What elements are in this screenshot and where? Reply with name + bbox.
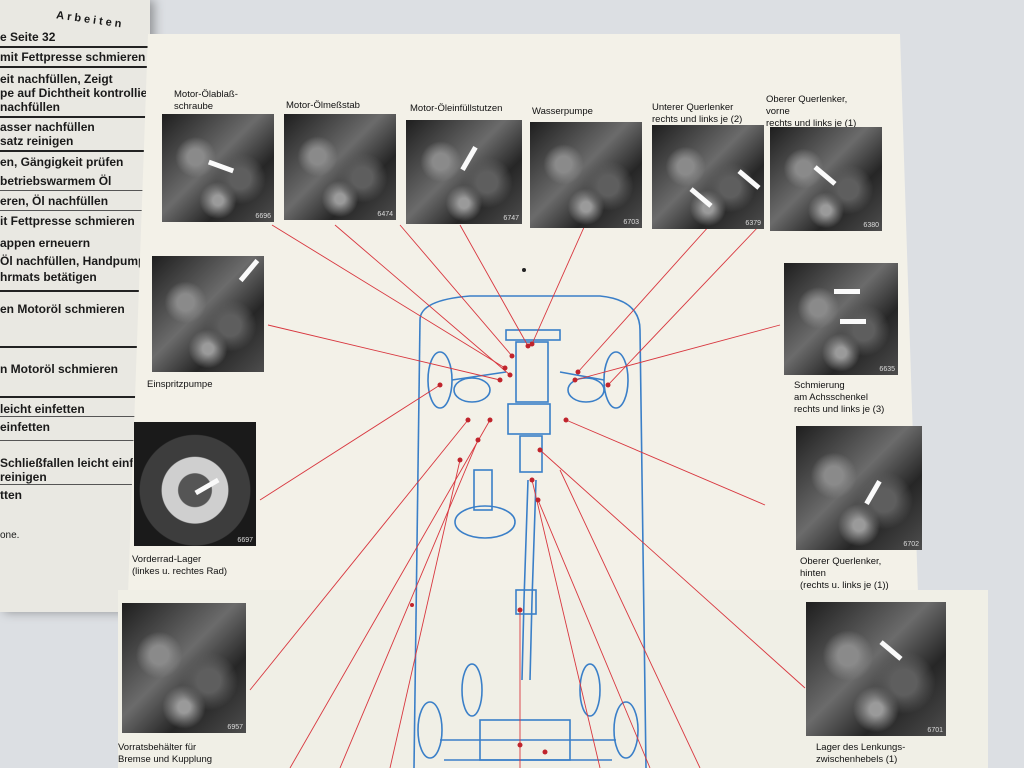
left-page: Arbeiten e Seite 32 mit Fettpresse schmi…: [0, 0, 166, 612]
left-row: satz reinigen: [0, 134, 74, 148]
photo-vorderrad: 6697: [134, 422, 256, 546]
left-row: Schließfallen leicht einfetten: [0, 456, 163, 470]
leader-lines: [249, 224, 806, 768]
left-row: einfetten: [0, 420, 51, 434]
left-row: pe auf Dichtheit kontrollieren: [0, 86, 167, 100]
photo-oelablass: 6696: [162, 114, 274, 222]
photo-einspritzpumpe: [152, 256, 264, 372]
left-row: n Motoröl schmieren: [0, 362, 119, 376]
left-row: hrmats betätigen: [0, 270, 97, 284]
photo-oberer-querlenker-hinten: 6702: [796, 426, 922, 550]
label-vorderrad: Vorderrad-Lager(linkes u. rechtes Rad): [132, 554, 228, 577]
label-oelmessstab: Motor-Ölmeßstab: [286, 100, 360, 111]
label-wasserpumpe: Wasserpumpe: [532, 106, 593, 117]
photo-oeleinfuell: 6747: [406, 120, 522, 224]
left-row: asser nachfüllen: [0, 120, 95, 134]
chassis-outline: [413, 295, 647, 768]
label-oberer-querlenker-vorne: Oberer Querlenker, vorne rechts und link…: [766, 94, 857, 129]
photo-lenkungs-zwischenhebel: 6701: [806, 602, 946, 736]
photo-oelmessstab: 6474: [284, 114, 396, 220]
label-oelablass: Motor-Ölablaß-schraube: [174, 89, 238, 112]
label-lenkungs-zwischenhebel: Lager des Lenkungs-zwischenhebels (1): [816, 742, 906, 765]
photo-wasserpumpe: 6703: [530, 122, 642, 228]
left-row: tten: [0, 488, 22, 502]
left-row: one.: [0, 530, 20, 541]
left-row: reinigen: [0, 470, 47, 484]
label-achsschenkel: Schmierung am Achsschenkel rechts und li…: [794, 380, 885, 415]
left-row: en Motoröl schmieren: [0, 302, 125, 316]
label-oeleinfuell: Motor-Öleinfüllstutzen: [410, 103, 503, 114]
left-row: leicht einfetten: [0, 402, 85, 416]
label-einspritzpumpe: Einspritzpumpe: [147, 379, 213, 390]
photo-vorratsbehaelter: 6957: [122, 603, 246, 733]
left-row: eren, Öl nachfüllen: [0, 194, 109, 208]
left-row: eit nachfüllen, Zeigt: [0, 72, 113, 86]
left-row: mit Fettpresse schmieren: [0, 50, 146, 64]
left-row: nachfüllen: [0, 100, 61, 114]
left-row: e Seite 32: [0, 30, 56, 44]
left-row: Öl nachfüllen, Handpumpe: [0, 254, 153, 268]
left-row: en, Gängigkeit prüfen: [0, 155, 124, 169]
lubrication-points: [410, 268, 611, 755]
left-row: it Fettpresse schmieren: [0, 214, 135, 228]
photo-oberer-querlenker-vorne: 6380: [770, 127, 882, 231]
left-row: betriebswarmem Öl: [0, 174, 112, 188]
label-oberer-querlenker-hinten: Oberer Querlenker, hinten (rechts u. lin…: [800, 556, 889, 591]
left-row: appen erneuern: [0, 236, 91, 250]
photo-unterer-querlenker: 6379: [652, 125, 764, 229]
photo-achsschenkel: 6635: [784, 263, 898, 375]
